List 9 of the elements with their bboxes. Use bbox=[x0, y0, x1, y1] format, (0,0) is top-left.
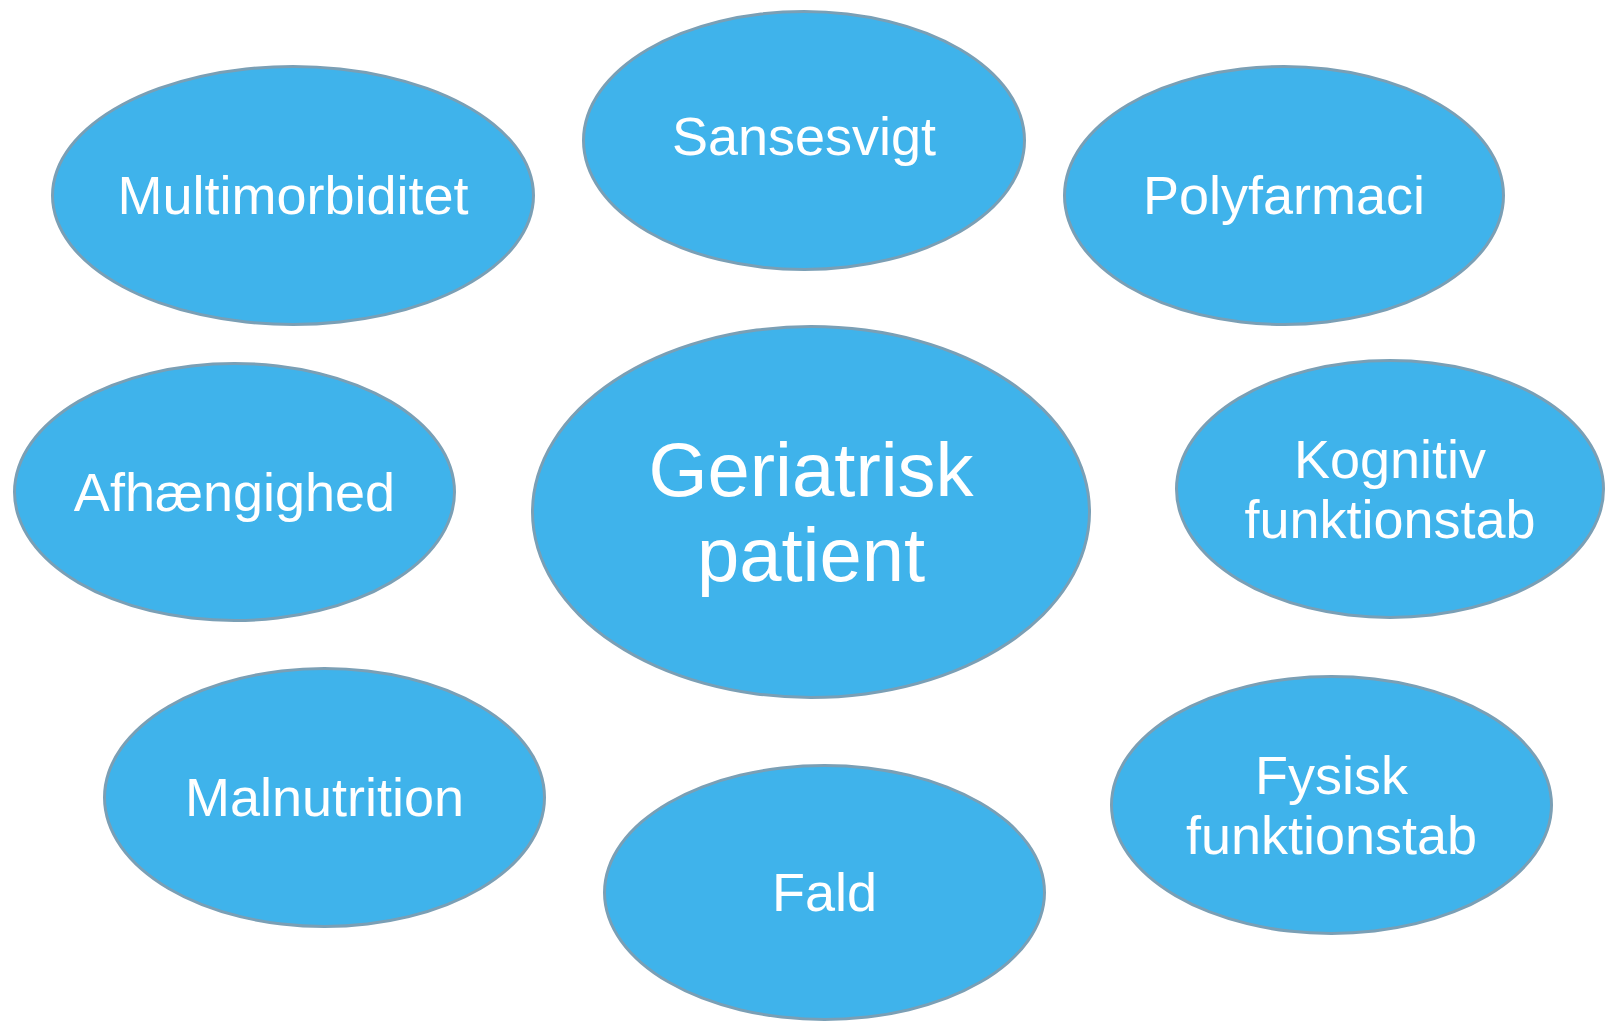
ellipse-label: Malnutrition bbox=[184, 767, 465, 828]
ellipse-label: Fysisk funktionstab bbox=[1184, 744, 1479, 866]
ellipse-label: Polyfarmaci bbox=[1142, 165, 1426, 226]
ellipse-label: Multimorbiditet bbox=[117, 165, 469, 226]
ellipse-label: Sansesvigt bbox=[671, 106, 937, 167]
ellipse-label: Afhængighed bbox=[73, 461, 396, 523]
ellipse-label: Fald bbox=[771, 862, 877, 923]
ellipse-label: Kognitiv funktionstab bbox=[1243, 428, 1537, 550]
ellipse-label: Geriatrisk patient bbox=[647, 426, 975, 598]
